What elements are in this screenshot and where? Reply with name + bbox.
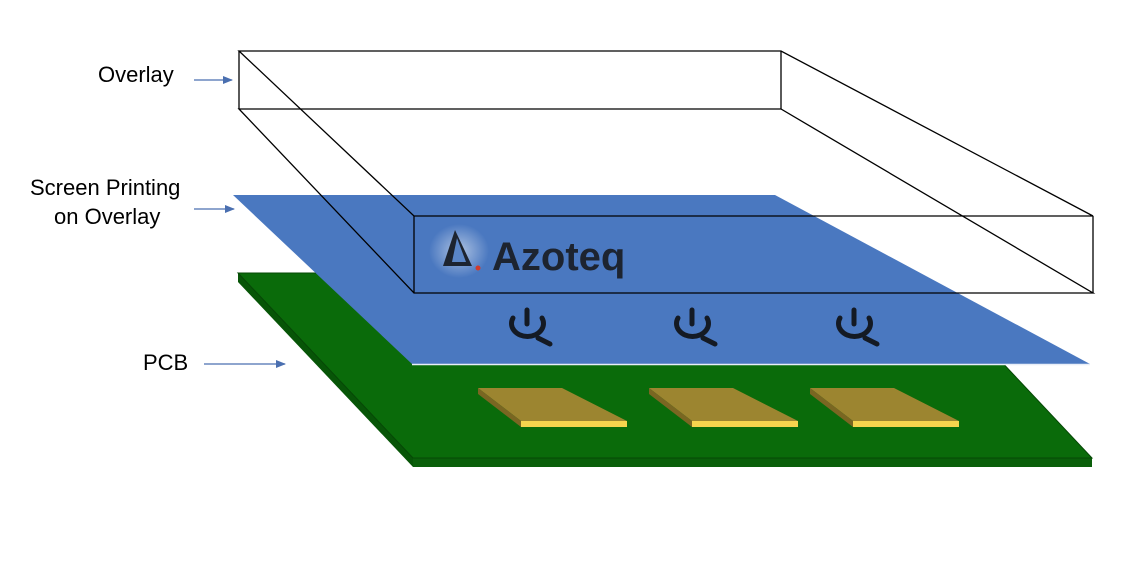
pcb-side-front	[413, 458, 1092, 467]
labels: Overlay Screen Printing on Overlay PCB	[30, 62, 286, 375]
screen-printing-label-line1: Screen Printing	[30, 175, 180, 200]
overlay-label: Overlay	[98, 62, 174, 87]
electrode	[478, 388, 627, 427]
pcb-side-left	[238, 273, 413, 467]
overlay-box	[237, 50, 1096, 294]
electrode	[649, 388, 798, 427]
screen-printing-label-line2: on Overlay	[54, 204, 160, 229]
power-touch-icon	[836, 307, 880, 347]
pcb-label: PCB	[143, 350, 188, 375]
overlay-top-face	[237, 50, 1094, 217]
logo-wordmark: Azoteq	[492, 235, 625, 279]
power-touch-icon	[674, 307, 718, 347]
power-touch-icon	[509, 307, 553, 347]
electrode	[810, 388, 959, 427]
azoteq-logo: Azoteq	[429, 224, 625, 279]
screen-print-layer: Azoteq	[233, 195, 1090, 366]
